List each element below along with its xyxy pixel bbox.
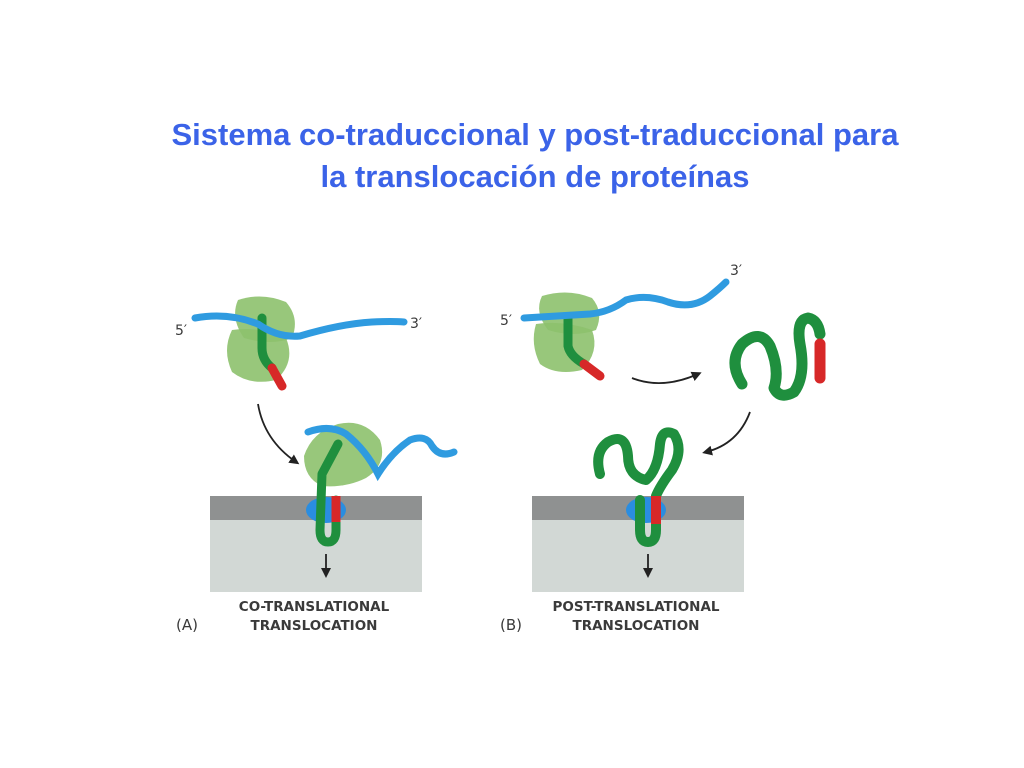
mrna-strand — [304, 425, 458, 482]
caption-line-2: TRANSLOCATION — [573, 618, 700, 634]
caption-line-1: CO-TRANSLATIONAL — [239, 599, 390, 615]
title-line-1: Sistema co-traduccional y post-traduccio… — [171, 117, 899, 152]
nascent-polypeptide-threaded — [315, 439, 343, 547]
panel-letter-b: (B) — [500, 616, 522, 634]
caption-line-1: POST-TRANSLATIONAL — [552, 599, 719, 615]
panel-letter-a: (A) — [176, 616, 198, 634]
panel-b-ribosome-step1: 5′ 3′ — [500, 263, 742, 381]
mrna-5-label: 5′ — [500, 313, 512, 329]
process-arrow — [257, 403, 300, 465]
mrna-5-label: 5′ — [175, 323, 187, 339]
mrna-3-label: 3′ — [730, 263, 742, 279]
slide-title: Sistema co-traduccional y post-traduccio… — [80, 114, 990, 198]
polypeptide-threaded — [593, 427, 684, 547]
caption-line-2: TRANSLOCATION — [251, 618, 378, 634]
process-arrow — [631, 371, 702, 385]
panel-a-ribosome-step1: 5′ 3′ — [175, 296, 422, 391]
mrna-3-label: 3′ — [410, 316, 422, 332]
mrna-strand — [520, 278, 730, 322]
process-arrow — [702, 411, 751, 456]
mrna-strand — [191, 312, 408, 340]
released-polypeptide — [729, 312, 826, 401]
title-line-2: la translocación de proteínas — [320, 159, 750, 194]
signal-sequence — [579, 359, 605, 381]
panel-a: 5′ 3′ (A) CO-TRANSLATIONAL TRANSLOCATION — [175, 296, 458, 634]
panel-b: 5′ 3′ (B) POST-TRANSLATIONAL TRANSLOCATI… — [500, 263, 826, 634]
signal-sequence — [267, 363, 287, 391]
